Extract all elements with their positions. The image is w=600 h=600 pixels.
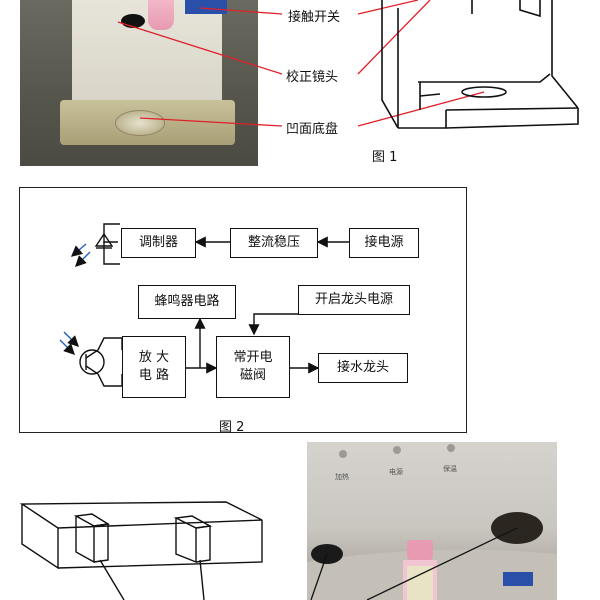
label-concave-base: 凹面底盘 (286, 122, 339, 137)
underside-photo-art (307, 444, 557, 600)
label-contact-switch: 接触开关 (288, 10, 341, 25)
panel-label-keep-warm: 保温 (443, 465, 457, 473)
panel-label-power: 电源 (389, 468, 403, 476)
figure2-caption: 图 2 (219, 420, 245, 435)
contact-switch-part (185, 0, 227, 14)
leader-line-lens (117, 21, 283, 75)
label-calibration-lens: 校正镜头 (286, 70, 339, 85)
panel-label-heat: 加热 (335, 473, 349, 481)
block-diagram: 调制器 整流稳压 接电源 蜂鸣器电路 开启龙头电源 放 大 电 路 常开电 磁阀… (19, 187, 467, 435)
water-nozzle (148, 0, 174, 30)
leader-line-base-sketch (357, 91, 485, 127)
figure1-lines (117, 0, 579, 129)
leader-line-switch (199, 7, 283, 15)
block-faucet: 接水龙头 (318, 353, 408, 383)
dispenser-underside-photo: 加热 电源 保温 (307, 442, 557, 600)
figure1-caption: 图 1 (372, 150, 398, 165)
leader-line-base (139, 117, 283, 127)
underside-sketch (19, 501, 263, 600)
dispenser-sketch (381, 0, 579, 129)
water-dispenser-photo (20, 0, 258, 166)
block-amplifier: 放 大 电 路 (122, 336, 186, 398)
leader-line-switch-sketch (357, 0, 419, 15)
block-modulator: 调制器 (121, 228, 196, 258)
block-faucet-power: 开启龙头电源 (298, 285, 410, 315)
leader-line-lens-sketch (357, 0, 431, 75)
concave-dish (115, 110, 165, 136)
block-buzzer: 蜂鸣器电路 (138, 285, 236, 319)
block-power-input: 接电源 (349, 228, 419, 258)
block-solenoid-valve: 常开电 磁阀 (216, 336, 290, 398)
block-rectifier: 整流稳压 (230, 228, 318, 258)
